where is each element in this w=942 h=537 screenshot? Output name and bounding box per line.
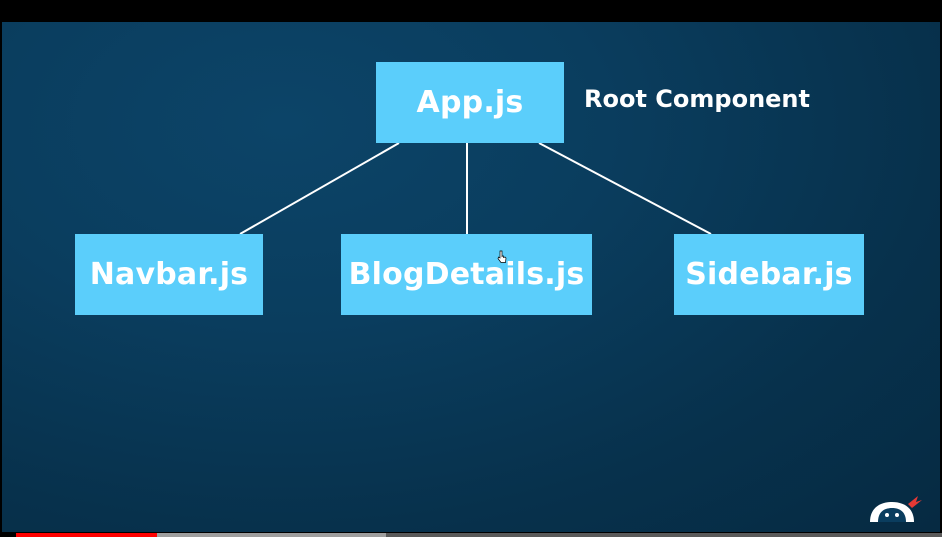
top-letterbox xyxy=(0,0,942,22)
node-blogdetails-js: BlogDetails.js xyxy=(341,234,592,315)
node-blogdetails-js-label: BlogDetails.js xyxy=(348,257,585,292)
progress-buffered xyxy=(16,533,386,537)
node-navbar-js: Navbar.js xyxy=(75,234,263,315)
node-navbar-js-label: Navbar.js xyxy=(89,257,249,292)
connector-app-to-navbar xyxy=(239,142,400,235)
connector-app-to-sidebar xyxy=(538,142,712,235)
diagram-slide: App.js Root Component Navbar.js BlogDeta… xyxy=(2,22,940,532)
connector-lines xyxy=(239,142,712,235)
node-app-js: App.js xyxy=(376,62,564,143)
node-sidebar-js-label: Sidebar.js xyxy=(685,257,853,292)
progress-played[interactable] xyxy=(16,533,157,537)
progress-track[interactable] xyxy=(16,533,942,537)
node-app-js-label: App.js xyxy=(416,85,524,120)
node-sidebar-js: Sidebar.js xyxy=(674,234,864,315)
channel-logo-icon xyxy=(870,496,922,522)
root-component-annotation: Root Component xyxy=(584,85,810,113)
pointer-cursor-icon xyxy=(497,250,507,263)
